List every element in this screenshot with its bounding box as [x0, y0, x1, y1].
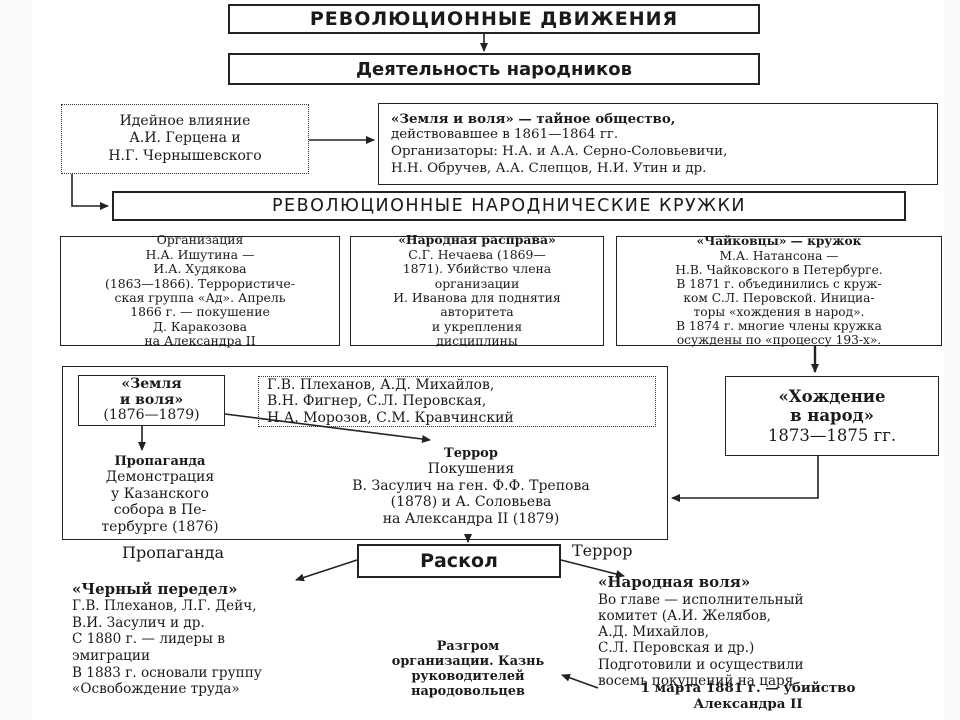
- chorny-line: «Освобождение труда»: [72, 681, 240, 698]
- terror-1878-block: Террор Покушения В. Засулич на ген. Ф.Ф.…: [286, 446, 656, 527]
- influence-line: Идейное влияние: [119, 112, 251, 129]
- razgrom-line: Разгром: [436, 639, 500, 654]
- ishutin-line: И.А. Худякова: [153, 261, 247, 277]
- chorny-peredel-block: «Черный передел» Г.В. Плеханов, Л.Г. Дей…: [72, 580, 352, 698]
- nechaev-line: и укрепления: [431, 318, 523, 334]
- title-revolutionary-circles-text: РЕВОЛЮЦИОННЫЕ НАРОДНИЧЕСКИЕ КРУЖКИ: [271, 196, 747, 216]
- chaikovtsy-line: В 1871 г. объединились с круж-: [676, 276, 882, 291]
- chorny-line: «Черный передел»: [72, 580, 238, 598]
- box-zemlya-i-volya-1861: «Земля и воля» — тайное общество, действ…: [378, 103, 938, 185]
- zemlya1-line: Организаторы: Н.А. и А.А. Серно-Соловьев…: [391, 144, 728, 159]
- box-going-to-the-people: «Хождение в народ» 1873—1875 гг.: [725, 376, 939, 456]
- ishutin-line: на Александра II: [144, 333, 256, 349]
- box-zemlya-i-volya-1876: «Земля и воля» (1876—1879): [78, 375, 225, 426]
- ishutin-line: 1866 г. — покушение: [130, 304, 270, 320]
- chaikovtsy-line: В 1874 г. многие члены кружка: [676, 319, 882, 334]
- narodnaya-line: «Народная воля»: [598, 573, 751, 591]
- terror-1878-line: Покушения: [427, 461, 515, 478]
- nechaev-line: И. Иванова для поднятия: [393, 290, 561, 305]
- narodnaya-line: Во главе — исполнительный: [598, 591, 804, 608]
- narodnaya-line: Подготовили и осуществили: [598, 656, 804, 673]
- narodnaya-line: комитет (А.И. Желябов,: [598, 608, 772, 625]
- split-text: Раскол: [420, 550, 498, 572]
- zemlya2-line: (1876—1879): [103, 407, 200, 424]
- zemlya2-line: «Земля: [121, 375, 182, 392]
- going-line: в народ»: [790, 406, 874, 426]
- label-propaganda: Пропаганда: [122, 543, 225, 562]
- razgrom-line: руководителей: [411, 669, 525, 685]
- chaikovtsy-line: Н.В. Чайковского в Петербурге.: [675, 262, 883, 277]
- march1-line: Александра II: [693, 696, 803, 713]
- razgrom-line: организации. Казнь: [391, 654, 545, 670]
- ishutin-line: ская группа «Ад». Апрель: [114, 290, 286, 305]
- propaganda-1876-heading: Пропаганда: [114, 454, 206, 469]
- propaganda-1876-line: тербурге (1876): [101, 518, 219, 535]
- label-terror: Террор: [572, 541, 633, 560]
- title-revolutionary-movements-text: РЕВОЛЮЦИОННЫЕ ДВИЖЕНИЯ: [309, 8, 679, 30]
- propaganda-1876-line: собора в Пе-: [113, 502, 207, 519]
- chorny-line: Г.В. Плеханов, Л.Г. Дейч,: [72, 598, 257, 615]
- zemlya1-line: действовавшее в 1861—1864 гг.: [391, 127, 619, 143]
- nechaev-line: авторитета: [440, 304, 514, 320]
- narodnaya-line: восемь покушений на царя: [598, 672, 794, 689]
- nechaev-line: «Народная расправа»: [398, 232, 556, 248]
- terror-1878-heading: Террор: [444, 446, 498, 461]
- influence-line: Н.Г. Чернышевского: [108, 147, 262, 164]
- razgrom-line: народовольцев: [411, 684, 525, 700]
- narodnaya-volya-block: «Народная воля» Во главе — исполнительны…: [598, 573, 898, 689]
- going-line: «Хождение: [778, 387, 886, 407]
- chorny-line: эмиграции: [72, 648, 151, 665]
- zemlya1-line: Н.Н. Обручев, А.А. Слепцов, Н.И. Утин и …: [391, 160, 707, 176]
- box-zemlya-members: Г.В. Плеханов, А.Д. Михайлов, В.Н. Фигне…: [258, 376, 656, 427]
- narodnaya-line: А.Д. Михайлов,: [598, 624, 709, 641]
- ishutin-line: Д. Каракозова: [152, 318, 248, 334]
- ishutin-line: Н.А. Ишутина —: [145, 246, 255, 262]
- nechaev-line: 1871). Убийство члена: [402, 261, 552, 277]
- terror-1878-line: на Александра II (1879): [382, 510, 560, 527]
- members-line: В.Н. Фигнер, С.Л. Перовская,: [267, 393, 487, 410]
- chorny-line: В.И. Засулич и др.: [72, 614, 205, 631]
- title-narodniki-activity-text: Деятельность народников: [356, 58, 632, 80]
- chaikovtsy-line: осуждены по «процессу 193-х».: [676, 333, 882, 348]
- going-line: 1873—1875 гг.: [767, 425, 897, 445]
- title-revolutionary-movements: РЕВОЛЮЦИОННЫЕ ДВИЖЕНИЯ: [228, 4, 760, 34]
- chaikovtsy-line: торы «хождения в народ».: [693, 305, 865, 320]
- chaikovtsy-line: М.А. Натансона —: [719, 248, 839, 263]
- narodnaya-line: С.Л. Перовская и др.): [598, 640, 755, 657]
- members-line: Г.В. Плеханов, А.Д. Михайлов,: [267, 377, 495, 394]
- ishutin-line: (1863—1866). Террористиче-: [105, 275, 295, 291]
- propaganda-1876-line: Демонстрация: [105, 469, 215, 486]
- chorny-line: С 1880 г. — лидеры в: [72, 631, 225, 648]
- members-line: Н.А. Морозов, С.М. Кравчинский: [267, 409, 514, 426]
- propaganda-1876-block: Пропаганда Демонстрация у Казанского соб…: [76, 454, 244, 535]
- nechaev-line: организации: [434, 275, 520, 291]
- box-ishutin-organization: Организация Н.А. Ишутина — И.А. Худякова…: [60, 232, 340, 349]
- zemlya2-line: и воля»: [119, 391, 184, 408]
- influence-line: А.И. Герцена и: [129, 130, 241, 147]
- nechaev-line: С.Г. Нечаева (1869—: [408, 246, 546, 262]
- chorny-line: В 1883 г. основали группу: [72, 664, 262, 681]
- box-narodnaya-rasprava: «Народная расправа» С.Г. Нечаева (1869— …: [350, 232, 604, 349]
- zemlya1-line: «Земля и воля» — тайное общество,: [391, 110, 676, 127]
- march-1-1881-block: 1 марта 1881 г. — убийство Александра II: [588, 680, 908, 712]
- box-chaikovtsy: «Чайковцы» — кружок М.А. Натансона — Н.В…: [616, 234, 942, 348]
- title-revolutionary-circles: РЕВОЛЮЦИОННЫЕ НАРОДНИЧЕСКИЕ КРУЖКИ: [112, 191, 906, 221]
- title-narodniki-activity: Деятельность народников: [228, 53, 760, 85]
- propaganda-1876-line: у Казанского: [111, 485, 209, 502]
- terror-1878-line: (1878) и А. Соловьева: [390, 494, 552, 511]
- terror-1878-line: В. Засулич на ген. Ф.Ф. Трепова: [352, 477, 590, 494]
- box-split: Раскол: [357, 544, 561, 578]
- ishutin-line: Организация: [156, 232, 244, 248]
- chaikovtsy-line: ком С.Л. Перовской. Инициа-: [683, 291, 875, 305]
- box-ideological-influence: Идейное влияние А.И. Герцена и Н.Г. Черн…: [61, 104, 309, 174]
- chaikovtsy-line: «Чайковцы» — кружок: [696, 234, 862, 249]
- razgrom-block: Разгром организации. Казнь руководителей…: [378, 639, 558, 699]
- march1-line: 1 марта 1881 г. — убийство: [640, 680, 856, 696]
- nechaev-line: дисциплины: [436, 333, 518, 349]
